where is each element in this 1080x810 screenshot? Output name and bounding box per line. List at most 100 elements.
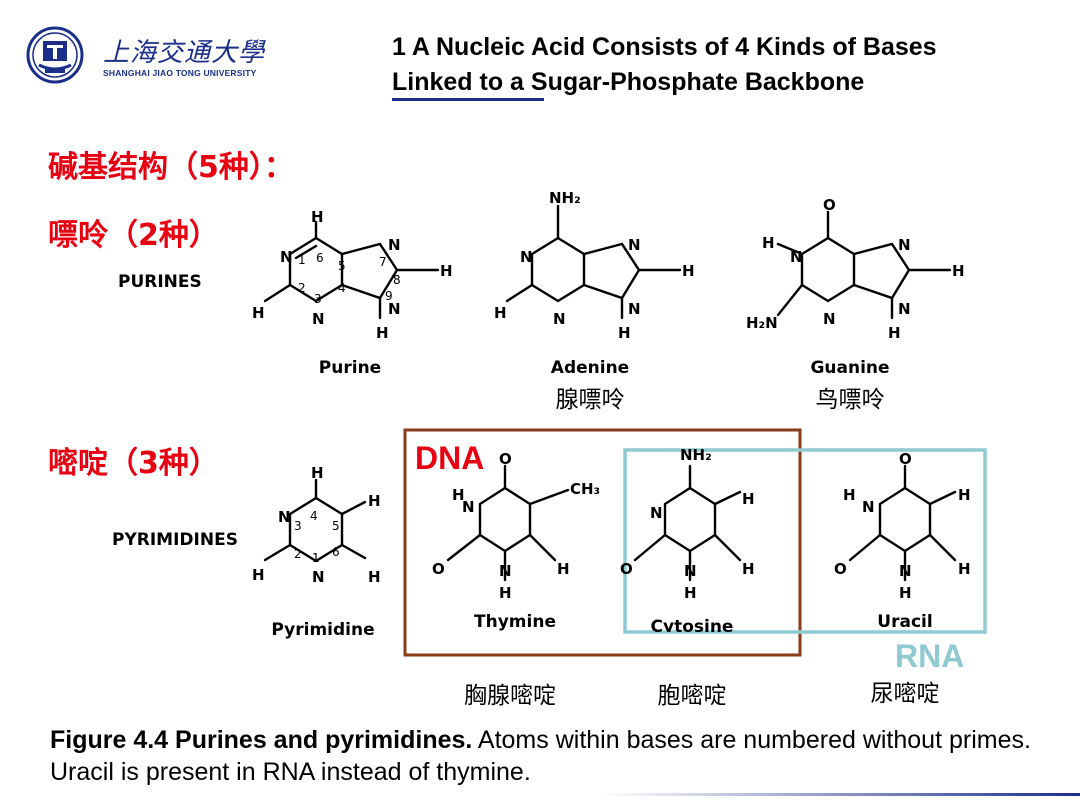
- atom-label: N: [823, 310, 836, 328]
- atom-number: 9: [385, 289, 393, 303]
- atom-label: H: [899, 584, 912, 602]
- atom-label: H: [958, 486, 971, 504]
- atom-label: H: [742, 490, 755, 508]
- atom-number: 3: [314, 292, 322, 306]
- atom-label: N: [278, 508, 291, 526]
- atom-number: 7: [379, 255, 387, 269]
- atom-label: H: [742, 560, 755, 578]
- atom-label: H: [252, 566, 265, 584]
- pyrimidines-row-label: PYRIMIDINES: [112, 530, 238, 550]
- atom-label: H: [440, 262, 453, 280]
- atom-number: 6: [316, 251, 324, 265]
- atom-label: N: [388, 236, 401, 254]
- atom-label: N: [280, 248, 293, 266]
- rna-box: [623, 448, 987, 634]
- atom-number: 8: [393, 273, 401, 287]
- atom-label: N: [790, 248, 803, 266]
- page-title: 1 A Nucleic Acid Consists of 4 Kinds of …: [392, 30, 937, 100]
- caption-title: Figure 4.4 Purines and pyrimidines.: [50, 726, 473, 754]
- atom-number: 6: [332, 545, 340, 559]
- guanine-cn-name: 鸟嘌呤: [815, 387, 885, 413]
- purines-row-label: PURINES: [118, 272, 202, 292]
- atom-label: N: [898, 300, 911, 318]
- university-name-cn: 上海交通大學: [103, 38, 266, 68]
- atom-label: N: [553, 310, 566, 328]
- atom-label: H₂N: [746, 314, 778, 332]
- atom-label: N: [628, 236, 641, 254]
- atom-label: H: [843, 486, 856, 504]
- atom-label: H: [682, 262, 695, 280]
- purine-name: Purine: [318, 358, 382, 378]
- university-name-en: SHANGHAI JIAO TONG UNIVERSITY: [103, 68, 257, 78]
- adenine-cn-name: 腺嘌呤: [555, 387, 625, 413]
- cytosine-cn-name: 胞嘧啶: [657, 683, 727, 709]
- atom-number: 3: [294, 519, 302, 533]
- pyrimidine-heading: 嘧啶（3种）: [48, 446, 219, 481]
- header-rule: [392, 98, 544, 101]
- atom-label: O: [620, 560, 633, 578]
- figure-caption: Figure 4.4 Purines and pyrimidines. Atom…: [50, 724, 1040, 788]
- atom-label: H: [452, 486, 465, 504]
- atom-label: O: [432, 560, 445, 578]
- purine-heading: 嘌呤（2种）: [48, 218, 219, 253]
- atom-label: N: [628, 300, 641, 318]
- atom-label: N: [862, 498, 875, 516]
- main-heading: 碱基结构（5种）：: [48, 150, 294, 185]
- atom-number: 1: [298, 253, 306, 267]
- uracil-cn-name: 尿嘧啶: [870, 681, 940, 707]
- atom-label: H: [958, 560, 971, 578]
- atom-number: 5: [332, 519, 340, 533]
- atom-label: N: [312, 310, 325, 328]
- atom-label: N: [388, 300, 401, 318]
- atom-label: H: [557, 560, 570, 578]
- atom-label: O: [834, 560, 847, 578]
- atom-label: N: [520, 248, 533, 266]
- atom-label: N: [650, 504, 663, 522]
- dna-box-label: DNA: [415, 440, 485, 476]
- atom-label: H: [311, 464, 324, 482]
- dna-box: [403, 428, 802, 657]
- thymine-cn-name: 胸腺嘧啶: [464, 683, 556, 709]
- atom-label: H: [684, 584, 697, 602]
- atom-label: N: [499, 562, 512, 580]
- title-line-1: 1 A Nucleic Acid Consists of 4 Kinds of …: [392, 33, 937, 61]
- atom-label: N: [898, 236, 911, 254]
- atom-label: H: [618, 324, 631, 342]
- footer-rule: [600, 793, 1080, 796]
- uracil-name: Uracil: [877, 612, 933, 632]
- atom-number: 5: [338, 259, 346, 273]
- atom-label: H: [311, 208, 324, 226]
- atom-number: 2: [294, 547, 302, 561]
- atom-label: O: [499, 450, 512, 468]
- atom-label: H: [494, 304, 507, 322]
- atom-label: H: [888, 324, 901, 342]
- atom-label: NH₂: [549, 189, 581, 207]
- atom-number: 1: [312, 551, 320, 565]
- caption-text: Atoms within bases are numbered without …: [50, 726, 1031, 786]
- rna-box-label: RNA: [895, 638, 965, 674]
- pyrimidine-name: Pyrimidine: [271, 620, 375, 640]
- university-seal-icon: [26, 26, 84, 84]
- atom-label: H: [368, 492, 381, 510]
- atom-label: H: [499, 584, 512, 602]
- atom-number: 2: [298, 281, 306, 295]
- atom-label: N: [899, 562, 912, 580]
- title-line-2: Linked to a Sugar-Phosphate Backbone: [392, 68, 865, 96]
- atom-label: H: [762, 234, 775, 252]
- atom-label: N: [462, 498, 475, 516]
- atom-label: CH₃: [570, 480, 600, 498]
- atom-label: N: [684, 562, 697, 580]
- atom-label: H: [368, 568, 381, 586]
- atom-label: O: [823, 196, 836, 214]
- atom-label: H: [252, 304, 265, 322]
- university-logo: [25, 25, 95, 85]
- atom-label: NH₂: [680, 446, 712, 464]
- atom-label: H: [952, 262, 965, 280]
- atom-label: H: [376, 324, 389, 342]
- cytosine-name: Cytosine: [650, 617, 734, 632]
- guanine-name: Guanine: [810, 358, 890, 378]
- base-structures: H N N N N H H H 1 2 3 4 5 6 7 8 9 NH₂ N …: [252, 189, 987, 657]
- atom-label: O: [899, 450, 912, 468]
- adenine-name: Adenine: [550, 358, 630, 378]
- thymine-name: Thymine: [474, 612, 556, 632]
